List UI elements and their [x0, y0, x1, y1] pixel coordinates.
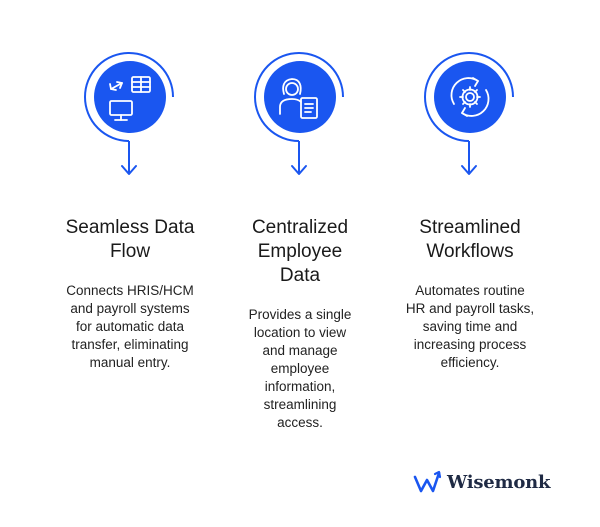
feature-icon-ring	[254, 52, 344, 175]
feature-title: Centralized Employee Data	[200, 216, 400, 288]
desc-line: HR and payroll tasks,	[405, 301, 535, 316]
title-line: Employee	[257, 241, 343, 262]
feature-icon-ring	[424, 52, 514, 175]
feature-description: Provides a single location to view and m…	[220, 306, 380, 432]
desc-line: streamlining	[263, 397, 337, 412]
feature-centralized-employee-data: Centralized Employee Data Provides a sin…	[200, 0, 400, 460]
desc-line: employee	[270, 361, 330, 376]
feature-seamless-data-flow: Seamless Data Flow Connects HRIS/HCM and…	[30, 0, 230, 460]
employee-profile-icon	[279, 78, 318, 119]
desc-line: Connects HRIS/HCM	[66, 283, 194, 298]
desc-line: manual entry.	[89, 355, 171, 370]
desc-line: and payroll systems	[70, 301, 190, 316]
desc-line: and manage	[262, 343, 338, 358]
feature-title: Seamless Data Flow	[30, 216, 230, 264]
feature-streamlined-workflows: Streamlined Workflows Automates routine …	[370, 0, 570, 460]
desc-line: increasing process	[413, 337, 527, 352]
desc-line: Automates routine	[415, 283, 525, 298]
feature-description: Connects HRIS/HCM and payroll systems fo…	[50, 282, 210, 372]
desc-line: saving time and	[422, 319, 518, 334]
desc-line: transfer, eliminating	[71, 337, 189, 352]
wisemonk-logo-icon	[413, 470, 442, 493]
gear-cycle-icon	[450, 77, 490, 117]
title-line: Workflows	[426, 241, 514, 262]
desc-line: information,	[264, 379, 336, 394]
title-line: Seamless Data	[65, 217, 195, 238]
desc-line: Provides a single	[248, 307, 352, 322]
desc-line: for automatic data	[75, 319, 185, 334]
feature-icon-ring	[84, 52, 174, 175]
brand-lockup: Wisemonk	[413, 469, 551, 495]
title-line: Centralized	[251, 217, 349, 238]
desc-line: efficiency.	[440, 355, 500, 370]
feature-title: Streamlined Workflows	[370, 216, 570, 264]
data-transfer-icon	[109, 76, 151, 121]
desc-line: access.	[277, 415, 323, 430]
title-line: Data	[279, 265, 321, 286]
title-line: Streamlined	[419, 217, 521, 238]
desc-line: location to view	[253, 325, 347, 340]
feature-description: Automates routine HR and payroll tasks, …	[390, 282, 550, 372]
brand-name: Wisemonk	[447, 471, 551, 493]
title-line: Flow	[109, 241, 151, 262]
